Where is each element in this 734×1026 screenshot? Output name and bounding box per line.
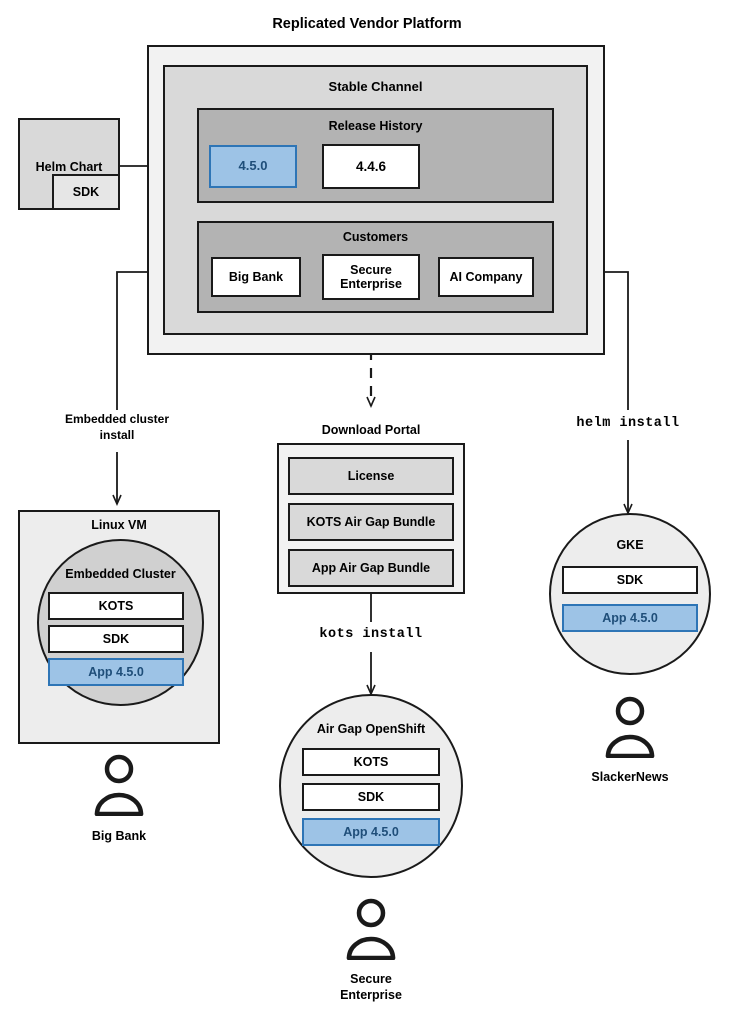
customer-big-bank[interactable]: Big Bank [211,257,301,297]
download-artifact-app-air-gap-bundle[interactable]: App Air Gap Bundle [288,549,454,587]
openshift-component-sdk[interactable]: SDK [302,783,440,811]
gke-label: GKE [616,538,644,552]
edge-label-kots-install: kots install [319,627,423,642]
release-version-4-4-6[interactable]: 4.4.6 [322,144,420,189]
page-title: Replicated Vendor Platform [272,16,462,32]
helm-chart-sdk-box[interactable]: SDK [52,174,120,210]
gke-component-sdk[interactable]: SDK [562,566,698,594]
edge-label-embedded-cluster-install: Embedded cluster install [64,412,170,442]
customer-secure-enterprise[interactable]: Secure Enterprise [322,254,420,300]
linux-vm-component-sdk[interactable]: SDK [48,625,184,653]
gke-component-app[interactable]: App 4.5.0 [562,604,698,632]
linux-vm-component-app[interactable]: App 4.5.0 [48,658,184,686]
linux-vm-component-kots[interactable]: KOTS [48,592,184,620]
edge-label-helm-install: helm install [576,416,680,431]
person-icon-slackernews [605,696,655,758]
download-artifact-kots-air-gap-bundle[interactable]: KOTS Air Gap Bundle [288,503,454,541]
user-label-big-bank: Big Bank [91,829,147,843]
air-gap-openshift-label: Air Gap OpenShift [316,722,426,736]
customers-label: Customers [342,230,409,244]
openshift-component-kots[interactable]: KOTS [302,748,440,776]
openshift-component-app[interactable]: App 4.5.0 [302,818,440,846]
linux-vm-label: Linux VM [91,518,147,532]
user-label-slackernews: SlackerNews [591,770,669,784]
stable-channel-label: Stable Channel [328,79,423,94]
person-icon-secure-enterprise [346,898,396,960]
download-portal-label: Download Portal [321,423,421,437]
person-icon-big-bank [94,754,144,816]
embedded-cluster-label: Embedded Cluster [65,567,176,581]
user-label-secure-enterprise: Secure Enterprise [340,972,402,1003]
release-version-4-5-0[interactable]: 4.5.0 [209,145,297,188]
download-artifact-license[interactable]: License [288,457,454,495]
release-history-label: Release History [328,119,423,133]
customer-ai-company[interactable]: AI Company [438,257,534,297]
gke-circle [549,513,711,675]
